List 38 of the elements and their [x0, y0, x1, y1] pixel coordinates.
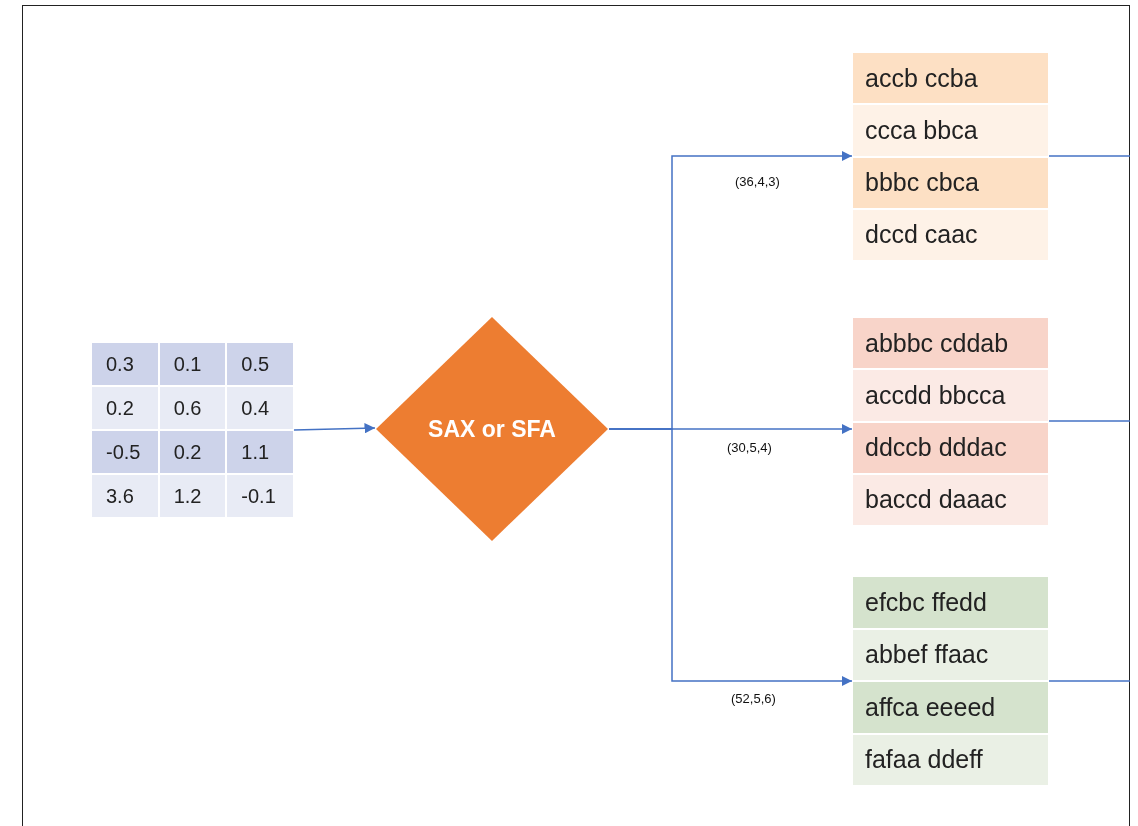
- table-cell: fafaa ddeff: [853, 734, 1048, 785]
- data-table: [853, 318, 1048, 525]
- table-cell: 0.1: [159, 343, 226, 385]
- connector-line: [1048, 155, 1131, 157]
- table-cell: efcbc ffedd: [853, 577, 1048, 628]
- table-cell: 0.3: [92, 343, 158, 385]
- arrow: [293, 423, 376, 434]
- table-cell: -0.5: [92, 431, 158, 473]
- table-cell: 0.2: [159, 431, 226, 473]
- edge-label: (36,4,3): [733, 174, 782, 189]
- table-cell: 0.5: [227, 343, 293, 385]
- table-cell: dccd caac: [853, 209, 1048, 260]
- table-cell: affca eeeed: [853, 682, 1048, 733]
- table-cell: accdd bbcca: [853, 370, 1048, 421]
- table-cell: bbbc cbca: [853, 157, 1048, 208]
- table-cell: 0.2: [92, 387, 158, 429]
- arrow: [608, 428, 853, 687]
- connector-line: [1048, 680, 1131, 682]
- table-cell: 1.2: [159, 475, 226, 517]
- connector-line: [1048, 420, 1131, 422]
- table-cell: ddccb dddac: [853, 422, 1048, 473]
- table-cell: abbbc cddab: [853, 318, 1048, 369]
- table-cell: abbef ffaac: [853, 629, 1048, 680]
- table-cell: accb ccba: [853, 53, 1048, 104]
- table-cell: baccd daaac: [853, 474, 1048, 525]
- table-cell: ccca bbca: [853, 105, 1048, 156]
- table-cell: -0.1: [227, 475, 293, 517]
- table-cell: 3.6: [92, 475, 158, 517]
- edge-label: (52,5,6): [729, 691, 778, 706]
- table-cell: 0.4: [227, 387, 293, 429]
- table-cell: 0.6: [159, 387, 226, 429]
- data-table: [853, 577, 1048, 785]
- decision-diamond: [376, 317, 608, 541]
- edge-label: (30,5,4): [725, 440, 774, 455]
- table-cell: 1.1: [227, 431, 293, 473]
- diamond-label: SAX or SFA: [428, 414, 556, 444]
- data-table: [92, 343, 293, 517]
- data-table: [853, 53, 1048, 260]
